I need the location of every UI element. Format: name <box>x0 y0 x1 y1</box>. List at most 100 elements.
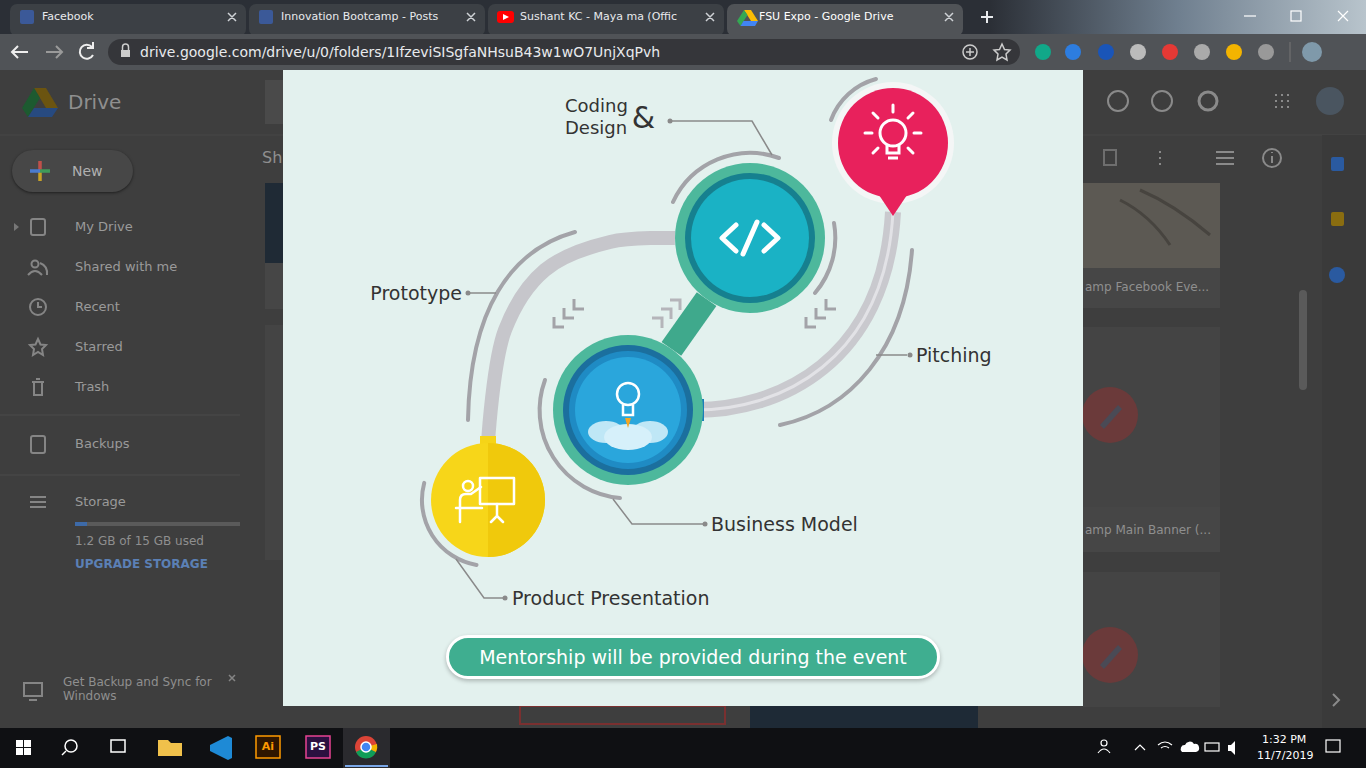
tab-strip-part <box>20 10 34 24</box>
taskbar-part <box>111 740 125 752</box>
taskbar-part <box>361 742 371 752</box>
browser-toolbar-part <box>1302 42 1322 62</box>
circle-graphic-part-part <box>575 357 681 463</box>
drive-background-part <box>1331 212 1344 226</box>
taskbar-part <box>16 740 23 747</box>
drive-background-part <box>1100 405 1122 429</box>
drive-background-part <box>28 108 58 117</box>
tab-strip-part <box>741 21 759 26</box>
tab-strip-part <box>727 4 963 36</box>
circle-graphic-part-part <box>569 351 687 469</box>
tab-title: Sushant KC - Maya ma (Offic <box>520 10 677 23</box>
browser-toolbar-part <box>963 45 977 59</box>
nav-item: Shared with me <box>75 259 177 275</box>
drive-background-part <box>1199 92 1217 110</box>
nav-item: Recent <box>75 299 120 315</box>
taskbar-part <box>158 740 182 756</box>
diagram-decoration-part <box>876 354 907 356</box>
circle-graphic <box>431 443 545 557</box>
image-panel-part <box>283 70 1083 706</box>
nav-item: My Drive <box>75 219 133 235</box>
drive-background-part <box>1108 91 1128 111</box>
drive-background-part <box>229 675 235 681</box>
nav-item: Storage <box>75 494 126 510</box>
drive-background-part <box>1159 151 1161 165</box>
drive-background-part <box>0 70 1366 728</box>
drive-background-part <box>265 263 283 309</box>
drive-background-part <box>1333 694 1339 706</box>
taskbar-part <box>306 736 330 758</box>
step-label: Product Presentation <box>512 587 710 610</box>
taskbar-part <box>62 751 66 755</box>
drive-background-part <box>1083 572 1220 707</box>
tab-strip-part <box>488 4 724 36</box>
app-icon-text: Ai <box>256 740 280 753</box>
tab-title: Innovation Bootcamp - Posts <box>281 10 438 23</box>
browser-toolbar-part <box>1258 44 1274 60</box>
upgrade-link: UPGRADE STORAGE <box>75 557 208 571</box>
browser-toolbar-part <box>121 50 130 57</box>
diagram-decoration-part <box>668 119 673 124</box>
new-button: New <box>12 150 133 192</box>
file-name: amp Main Banner (... <box>1085 523 1211 537</box>
circle-graphic-part-part <box>491 504 503 522</box>
drive-background-part <box>30 497 46 507</box>
circle-graphic-part-part <box>460 487 481 522</box>
diagram-decoration-part <box>865 105 921 153</box>
tab-strip-part <box>10 4 246 36</box>
drive-background-part <box>30 299 46 315</box>
taskbar-part <box>24 740 31 747</box>
clock-time: 1:32 PM <box>1262 733 1306 746</box>
note-banner: Mentorship will be provided during the e… <box>446 635 940 680</box>
drive-background-part <box>1322 135 1366 728</box>
drive-background-part <box>1299 290 1307 390</box>
taskbar-part <box>65 740 77 752</box>
drive-background-part <box>1263 149 1281 167</box>
drive-background-part <box>14 223 19 231</box>
step-circle: Product Presentation <box>431 443 545 557</box>
circle-graphic-part-part <box>685 173 815 303</box>
app-name: Drive <box>68 90 121 114</box>
drive-background-part <box>28 263 47 275</box>
circle-graphic-part <box>431 436 545 557</box>
drive-background-part <box>1083 268 1220 308</box>
taskbar-part <box>355 736 377 758</box>
plus-icon-part <box>40 169 50 173</box>
drive-background-part <box>265 183 283 263</box>
drive-background-part <box>750 706 978 728</box>
circle-graphic-part-part <box>691 179 809 297</box>
circle-graphic-part-part <box>431 443 545 557</box>
browser-toolbar-part <box>0 34 1366 70</box>
circle-graphic-part-part <box>623 405 633 415</box>
diagram-decoration-part <box>703 522 708 527</box>
diagram-decoration-part <box>908 353 913 358</box>
browser-toolbar-part <box>1035 44 1051 60</box>
browser-toolbar-part <box>1065 44 1081 60</box>
browser-toolbar-part <box>12 46 28 58</box>
diagram-decoration-part <box>466 291 471 296</box>
circle-graphic-part-part <box>456 507 482 510</box>
step-label: Business Model <box>711 513 858 536</box>
drive-background <box>0 70 1366 728</box>
drive-background-part <box>75 522 87 526</box>
drive-background-part <box>1082 387 1138 443</box>
taskbar-part <box>1326 740 1340 752</box>
diagram-decoration-part <box>613 499 703 524</box>
drive-background-part <box>31 436 45 453</box>
promo-text: Get Backup and Sync for Windows <box>63 675 229 704</box>
taskbar-part <box>1101 740 1107 746</box>
diagram-decoration-part <box>877 192 909 216</box>
circle-graphic-part-part <box>625 418 631 428</box>
browser-toolbar-part <box>966 48 974 56</box>
tab-title: Facebook <box>42 10 94 23</box>
diagram-decoration-part <box>456 559 503 598</box>
drive-background-part <box>265 325 283 560</box>
diagram-decoration <box>422 79 954 601</box>
browser-toolbar-part <box>994 44 1010 60</box>
plus-icon-part <box>30 169 40 173</box>
drive-background-part <box>1082 627 1138 683</box>
drive-background-part <box>31 219 45 235</box>
image-panel <box>283 70 1083 706</box>
drive-background-part <box>1083 327 1220 507</box>
drive-background-part <box>1083 183 1220 268</box>
